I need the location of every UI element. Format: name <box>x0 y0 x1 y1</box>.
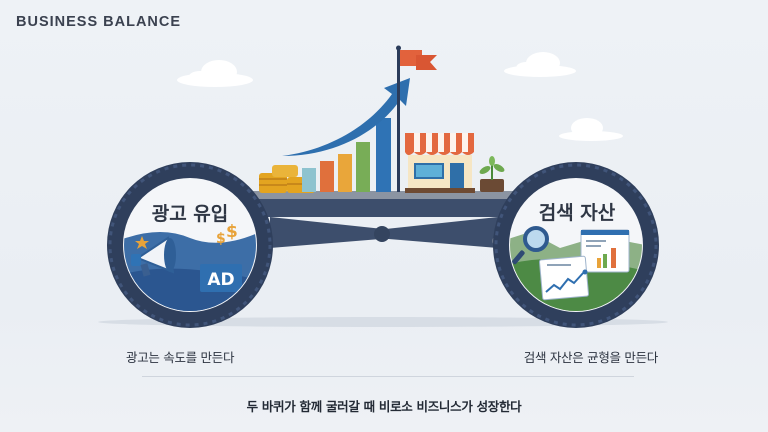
svg-text:$: $ <box>216 231 226 247</box>
cart-frame <box>244 191 522 248</box>
star-icon <box>135 236 149 249</box>
cloud-icon <box>177 60 253 87</box>
left-wheel: AD 광고 유입 $ $ <box>107 162 273 328</box>
left-wheel-label: 광고 유입 <box>152 203 229 225</box>
svg-text:$: $ <box>226 222 238 242</box>
bar-chart-icon <box>302 118 391 192</box>
tagline: 두 바퀴가 함께 굴러갈 때 비로소 비즈니스가 성장한다 <box>246 399 522 414</box>
cloud-icon <box>504 52 576 77</box>
caption-right: 검색 자산은 균형을 만든다 <box>523 350 659 365</box>
divider <box>142 376 634 377</box>
ad-badge: AD <box>207 270 234 290</box>
line-graph-icon <box>539 255 589 301</box>
right-wheel-label: 검색 자산 <box>539 202 616 224</box>
plant-icon <box>479 156 505 192</box>
report-chart-icon <box>580 229 630 273</box>
cloud-icon <box>559 118 623 141</box>
storefront-icon <box>405 133 475 193</box>
magnifier-icon <box>512 226 549 265</box>
megaphone-icon <box>131 236 176 277</box>
right-wheel: 검색 자산 <box>493 162 659 328</box>
flag-icon <box>396 45 437 192</box>
business-balance-illustration: AD 광고 유입 $ $ 검색 자산 <box>98 45 668 328</box>
dollar-sign-icon: $ $ <box>216 222 238 247</box>
brand-title: BUSINESS BALANCE <box>16 14 182 30</box>
caption-left: 광고는 속도를 만든다 <box>126 350 235 365</box>
